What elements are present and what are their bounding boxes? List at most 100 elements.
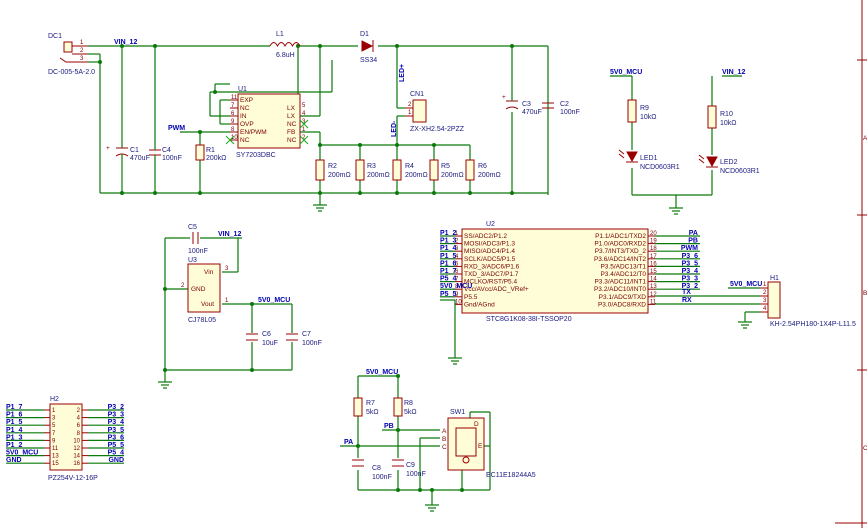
ground-symbol — [425, 504, 439, 512]
net-label-5v0-mcu: 5V0_MCU — [258, 297, 290, 304]
u1-pin-number: 11 — [231, 95, 238, 101]
h2-pin-number: 7 — [52, 431, 56, 437]
resistor-r5[interactable]: R5 200mΩ — [429, 159, 464, 181]
svg-text:D: D — [474, 421, 479, 428]
led-led1[interactable]: LED1 NCD0603R1 — [618, 149, 680, 171]
c7-value: 100nF — [302, 340, 322, 347]
h2-net-label: P1_6 — [6, 412, 22, 419]
ground-symbol — [158, 381, 172, 389]
inductor-l1[interactable]: L1 6.8uH — [269, 31, 301, 59]
no-connect-marks — [225, 119, 309, 145]
u2-net-label: 5V0_MCU — [440, 283, 472, 290]
svg-text:1: 1 — [408, 110, 412, 116]
h2-net-label: GND — [108, 457, 124, 464]
u2-pin-number: 20 — [650, 231, 657, 237]
capacitor-c8[interactable]: C8 100nF — [352, 459, 392, 481]
net-label-5v0-mcu: 5V0_MCU — [610, 69, 642, 76]
net-label-pa: PA — [344, 439, 353, 446]
c2-value: 100nF — [560, 109, 580, 116]
capacitor-c2[interactable]: C2 100nF — [542, 101, 580, 116]
svg-text:2: 2 — [408, 102, 412, 108]
mcu-wires — [440, 287, 760, 358]
capacitor-c7[interactable]: C7 100nF — [286, 331, 322, 347]
d1-value: SS34 — [360, 57, 377, 64]
u2-pin-name: SCLK/ADC5/P1.5 — [464, 256, 516, 263]
header-h1[interactable]: 1 2 3 4 H1 KH-2.54PH180-1X4P-L11.5 — [760, 275, 856, 328]
resistor-r8[interactable]: R8 5kΩ — [393, 397, 417, 417]
junction-dots — [356, 374, 464, 492]
u2-pin-name: P3.0/ADC8/RXD — [598, 301, 646, 308]
ground-symbol — [738, 321, 752, 329]
resistor-r6[interactable]: R6 200mΩ — [465, 159, 501, 181]
svg-text:2: 2 — [181, 283, 185, 289]
led-led2[interactable]: LED2 NCD0603R1 — [698, 154, 760, 175]
dc-jack-dc1[interactable]: DC1 DC-005-5A-2.0 1 2 3 — [48, 33, 95, 76]
frame-zone-letter: A — [863, 135, 867, 142]
resistor-r2[interactable]: R2 200mΩ — [315, 159, 351, 181]
svg-text:2: 2 — [763, 290, 767, 296]
h2-net-label: P1_5 — [6, 419, 22, 426]
h2-net-label: P3_3 — [108, 412, 124, 419]
resistor-r3[interactable]: R3 200mΩ — [355, 159, 390, 181]
c8-value: 100nF — [372, 474, 392, 481]
u2-pin-name: P3.1/ADC9/TXD — [599, 294, 647, 301]
u2-pin-number: 18 — [650, 246, 657, 252]
u1-pin-number: 2 — [302, 135, 306, 141]
capacitor-c5[interactable]: C5 100nF — [188, 224, 208, 255]
frame-zone-letter: B — [863, 290, 867, 297]
u2-pin-name: MOSI/ADC3/P1.3 — [464, 241, 515, 248]
c5-ref: C5 — [188, 224, 197, 231]
resistor-r1[interactable]: R1 200kΩ — [195, 144, 226, 162]
h2-pin-number: 8 — [77, 431, 81, 437]
u2-pin-name: P1.0/ADC0/RXD2 — [594, 241, 646, 248]
u2-pin-name: P1.1/ADC1/TXD2 — [595, 233, 646, 240]
resistor-r7[interactable]: R7 5kΩ — [353, 397, 379, 417]
h2-net-label: P1_2 — [6, 442, 22, 449]
led-indicator-wires — [610, 75, 742, 208]
capacitor-c3[interactable]: + C3 470uF — [502, 94, 542, 116]
h2-net-label: P3_2 — [108, 404, 124, 411]
h2-pin-number: 1 — [52, 408, 56, 414]
u2-pin-name: P3.3/ADC11/INT1 — [594, 279, 646, 286]
u2-net-label: P3_5 — [682, 260, 698, 267]
h2-pin-number: 4 — [77, 416, 81, 422]
r2-value: 200mΩ — [328, 172, 351, 179]
power-wires — [88, 45, 549, 205]
h1-ref: H1 — [770, 275, 779, 282]
u2-pin-number: 9 — [455, 292, 459, 298]
diode-d1[interactable]: D1 SS34 — [360, 31, 377, 64]
c3-ref: C3 — [522, 101, 531, 108]
capacitor-c4[interactable]: C4 100nF — [149, 145, 182, 162]
u1-pin-number: 9 — [231, 119, 235, 125]
u2-pin-number: 10 — [455, 299, 462, 305]
u2-net-label: P1_7 — [440, 268, 456, 275]
h2-pin-number: 5 — [52, 423, 56, 429]
capacitor-c1[interactable]: + C1 470uF — [106, 145, 150, 162]
r1-ref: R1 — [206, 147, 215, 154]
u1-pin-number: 4 — [302, 111, 306, 117]
u1-pin-name: OVP — [240, 121, 254, 128]
regulator-u3[interactable]: U3 CJ78L05 Vin GND Vout 3 2 1 — [181, 257, 229, 324]
u2-pin-number: 12 — [650, 292, 657, 298]
connector-cn1[interactable]: 2 1 CN1 ZX-XH2.54-2PZZ — [405, 91, 465, 133]
h2-pin-number: 2 — [77, 408, 81, 414]
svg-text:+: + — [106, 145, 110, 152]
h2-net-label: P3_5 — [108, 427, 124, 434]
u2-pin-name: P3.2/ADC10/INT0 — [594, 286, 646, 293]
resistor-r10[interactable]: R10 10kΩ — [707, 105, 737, 129]
u2-pin-number: 8 — [455, 284, 459, 290]
capacitor-c6[interactable]: C6 10uF — [246, 331, 278, 347]
sw1-ref: SW1 — [450, 409, 465, 416]
u2-value: STC8G1K08-38I-TSSOP20 — [486, 316, 572, 323]
u2-pin-name: SS/ADC2/P1.2 — [464, 233, 507, 240]
h2-pin-number: 16 — [73, 461, 80, 467]
capacitor-c9[interactable]: C9 100nF — [392, 459, 426, 478]
resistor-r4[interactable]: R4 200mΩ — [392, 159, 428, 181]
resistor-r9[interactable]: R9 10kΩ — [627, 99, 657, 123]
u2-pin-number: 3 — [455, 246, 459, 252]
encoder-sw1[interactable]: SW1 EC11E18244A5 A B C D E — [442, 409, 536, 479]
r4-value: 200mΩ — [405, 172, 428, 179]
